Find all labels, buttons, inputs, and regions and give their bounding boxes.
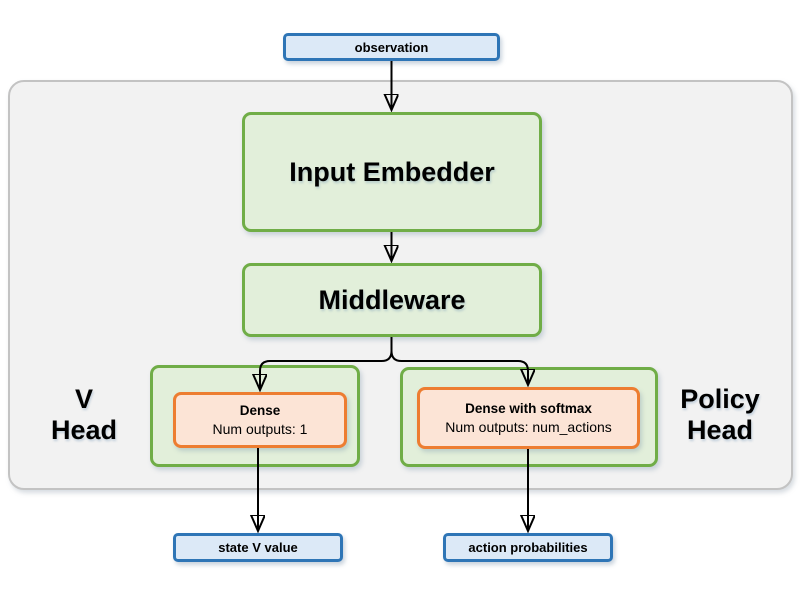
policy-head-label-line2: Head (686, 415, 754, 445)
v-head-dense-title: Dense (239, 403, 281, 418)
v-head-label-line2: Head (50, 415, 118, 445)
v-head-dense-subtitle: Num outputs: 1 (212, 421, 308, 437)
v-head-label-line1: V (74, 384, 93, 414)
policy-head-dense-node: Dense with softmax Num outputs: num_acti… (417, 387, 640, 449)
action-probabilities-node: action probabilities (443, 533, 613, 562)
policy-head-label-line1: Policy (680, 384, 760, 414)
input-embedder-label: Input Embedder (289, 156, 495, 187)
v-head-dense-node: Dense Num outputs: 1 (173, 392, 347, 448)
state-v-value-label: state V value (218, 540, 298, 555)
v-head-label: V Head (24, 384, 144, 446)
policy-head-label: Policy Head (660, 384, 780, 446)
middleware-node: Middleware (242, 263, 542, 337)
observation-node: observation (283, 33, 500, 61)
policy-head-dense-title: Dense with softmax (465, 401, 592, 416)
action-probabilities-label: action probabilities (468, 540, 588, 555)
input-embedder-node: Input Embedder (242, 112, 542, 232)
policy-head-dense-subtitle: Num outputs: num_actions (445, 419, 612, 435)
observation-label: observation (354, 39, 429, 55)
middleware-label: Middleware (318, 284, 466, 315)
state-v-value-node: state V value (173, 533, 343, 562)
